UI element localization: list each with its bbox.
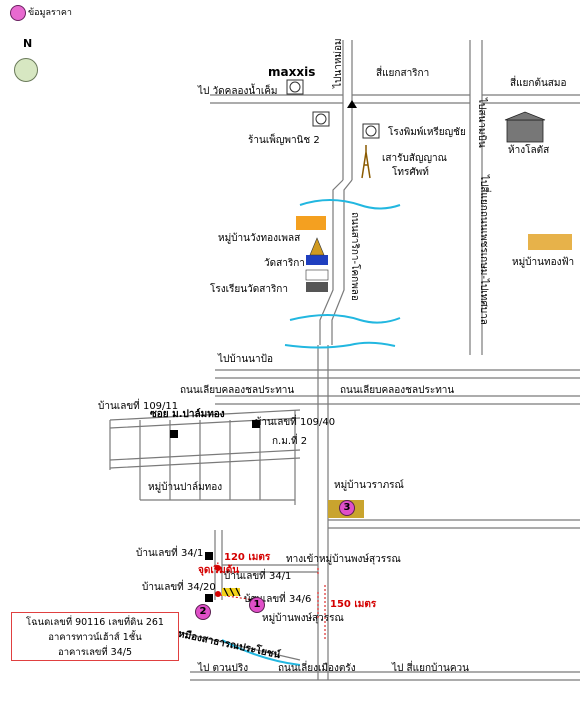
entrance-label: ทางเข้าหมู่บ้านพงษ์สุวรรณ	[286, 554, 401, 565]
wangthong-label: หมู่บ้านวังทองเพลส	[218, 233, 301, 244]
legend-marker-icon	[10, 5, 26, 21]
compass-icon	[14, 58, 38, 82]
to-nachiang-label: ไปบ้านนาป้อ	[218, 354, 273, 365]
info-line-2: อาคารทาวน์เฮ้าส์ 1ชั้น	[48, 632, 142, 643]
to-bankuan-label: ไป สี่แยกบ้านควน	[392, 663, 469, 674]
info-line-3: อาคารเลขที่ 34/5	[57, 647, 132, 658]
sri-yaek-tonsom-label: สี่แยกต้นสมอ	[510, 78, 567, 89]
dist-150-label: 150 เมตร	[330, 599, 377, 610]
legend-label: ข้อมูลราคา	[28, 8, 72, 18]
house-109-40-label: บ้านเลขที่ 109/40	[255, 417, 336, 428]
house-34-20-label: บ้านเลขที่ 34/20	[142, 582, 216, 593]
house-109-11-label: บ้านเลขที่ 109/11	[98, 401, 179, 412]
tower-label: เสารับสัญญาณ	[382, 153, 447, 164]
sri-yaek-sarika-label: สี่แยกสาริกา	[376, 68, 430, 79]
pongsuwan-label: หมู่บ้านพงษ์สุวรรณ	[262, 613, 344, 624]
shop-label: ร้านเพ็ญพานิช 2	[248, 135, 320, 146]
road-sarika-lower-label: ถนนสาริกา-โคกพลอ	[349, 212, 360, 301]
info-box: โฉนดเลขที่ 90116 เลขที่ดิน 261 อาคารทาวน…	[11, 612, 179, 661]
compass-label: N	[23, 37, 33, 50]
wat-khlong-label: ไป วัดคลองน้ำเค็ม	[198, 86, 278, 97]
thongfa-label: หมู่บ้านทองฟ้า	[512, 257, 575, 268]
kor-mor-label: ก.ม.ที่ 2	[272, 436, 308, 447]
wat-sarika-label: วัดสาริกา	[264, 258, 305, 269]
rongphim-label: โรงพิมพ์เหรียญชัย	[388, 127, 466, 138]
road-right-vertical-label: ไปสนามบิน	[476, 98, 487, 148]
canal-road-left-label: ถนนเลียบคลองชลประทาน	[180, 385, 295, 396]
lotus-label: ห้างโลตัส	[508, 145, 550, 156]
dist-120-label: 120 เมตร	[224, 552, 271, 563]
road-nakhon-vertical-label: ไปสี่แยกถนนเพชรเกษม-ไปเทศบาล	[478, 175, 489, 325]
bottom-road-label: ถนนเลี่ยงเมืองตรัง	[278, 663, 356, 674]
info-line-1: โฉนดเลขที่ 90116 เลขที่ดิน 261	[26, 617, 164, 628]
to-nakhon-label: ไป ตวนปริง	[198, 663, 249, 674]
house-34-1-label: บ้านเลขที่ 34/1	[224, 571, 292, 582]
worakorn-label: หมู่บ้านวราภรณ์	[334, 480, 404, 491]
marker-2[interactable]: 2	[195, 604, 211, 620]
maxxis-label: maxxis	[268, 65, 316, 79]
house-34-6-label: บ้านเลขที่ 34/6	[244, 594, 312, 605]
road-top-vertical-label: ไปนาหม่อม	[333, 38, 344, 88]
canal-road-right-label: ถนนเลียบคลองชลประทาน	[340, 385, 455, 396]
house-34-1-top-label: บ้านเลขที่ 34/1	[136, 548, 204, 559]
tower2-label: โทรศัพท์	[392, 167, 429, 178]
soi-label: ซอย ม.ปาล์มทอง	[150, 409, 225, 420]
marker-1[interactable]: 1	[249, 597, 265, 613]
school-label: โรงเรียนวัดสาริกา	[210, 284, 288, 295]
marker-3[interactable]: 3	[339, 500, 355, 516]
start-point-label: จุดเริ่มต้น	[198, 565, 240, 576]
palmthong-label: หมู่บ้านปาล์มทอง	[148, 482, 223, 493]
